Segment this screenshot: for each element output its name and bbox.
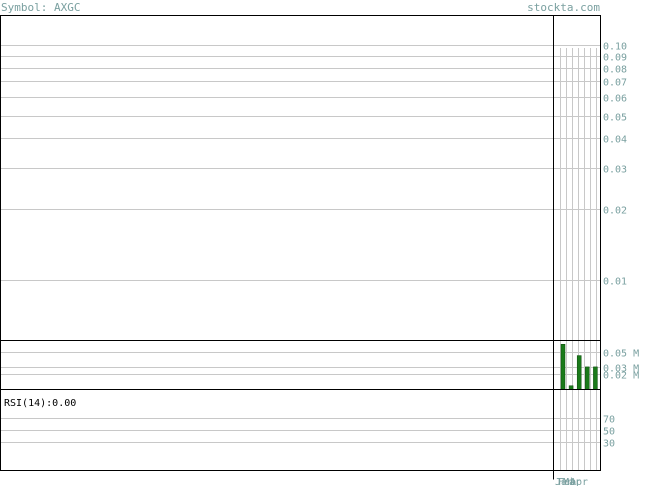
rsi-tick-label: 50 (603, 427, 615, 438)
rsi-tick-label: 70 (603, 415, 615, 426)
price-grid (0, 45, 601, 281)
price-tick-label: 0.03 (603, 165, 627, 176)
symbol-label: Symbol: AXGC (1, 1, 80, 14)
x-axis-label: Jan (555, 477, 573, 486)
volume-bar (576, 355, 582, 390)
volume-bar (585, 366, 590, 390)
rsi-value: 0.00 (52, 398, 76, 409)
symbol-value: AXGC (53, 1, 81, 14)
rsi-label: RSI(14): (4, 398, 52, 409)
volume-tick-label: 0.02 M (603, 371, 639, 382)
x-axis-label: Mar (563, 477, 581, 486)
price-tick-label: 0.04 (603, 135, 627, 146)
price-tick-label: 0.07 (603, 78, 627, 89)
site-name: stockta.com (527, 1, 600, 14)
price-tick-label: 0.05 (603, 113, 627, 124)
rsi-readout: RSI(14):0.00 (4, 398, 76, 409)
vertical-grid (560, 48, 597, 471)
price-tick-label: 0.10 (603, 42, 627, 53)
price-tick-label: 0.06 (603, 94, 627, 105)
volume-grid (0, 352, 601, 375)
volume-tick-label: 0.03 M (603, 364, 639, 375)
volume-tick-labels: 0.05 M 0.03 M0.02 M (603, 349, 639, 382)
symbol-prefix: Symbol: (1, 1, 48, 14)
price-tick-label: 0.02 (603, 206, 627, 217)
price-tick-label: 0.09 (603, 53, 627, 64)
volume-bar (560, 344, 566, 390)
x-axis-label: Apr (570, 477, 588, 486)
rsi-tick-label: 30 (603, 439, 615, 450)
volume-tick-label: 0.05 M (603, 349, 639, 360)
price-tick-label: 0.08 (603, 65, 627, 76)
x-axis-label: Feb (558, 477, 576, 486)
volume-bar (593, 366, 598, 390)
price-tick-labels: 0.100.090.08 0.07 0.06 0.05 0.04 0.03 0.02 0.01 (603, 42, 627, 288)
price-tick-label: 0.01 (603, 277, 627, 288)
chart-frame (0, 15, 601, 471)
volume-bar (568, 385, 574, 390)
rsi-grid (0, 418, 601, 443)
panel-frames (0, 15, 601, 480)
